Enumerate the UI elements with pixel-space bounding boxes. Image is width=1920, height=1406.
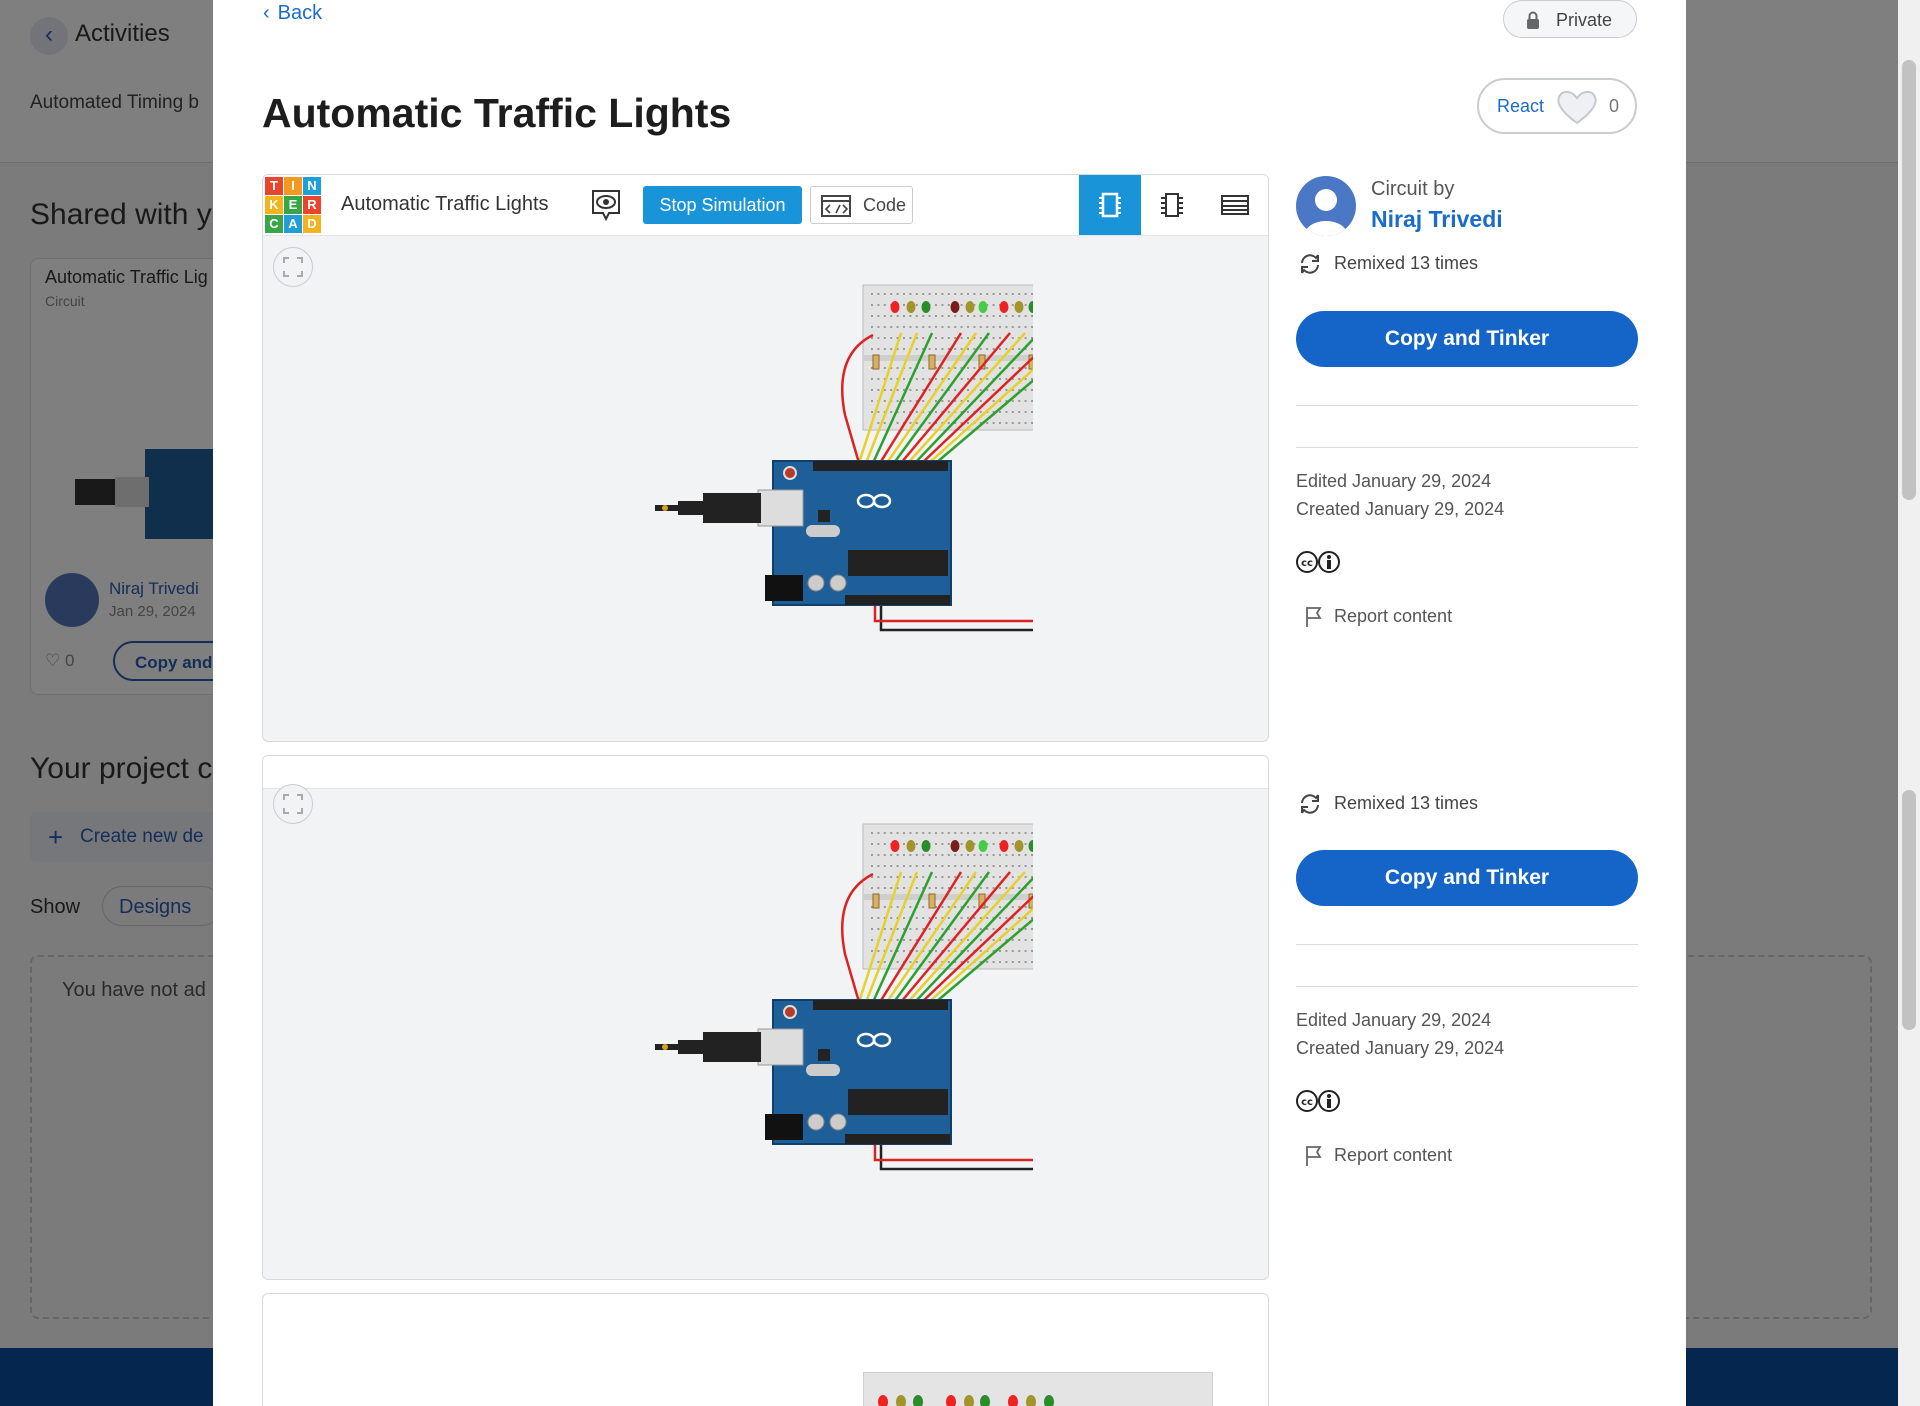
date-info: Edited January 29, 2024 Created January … xyxy=(1296,467,1504,523)
circuit-diagram xyxy=(655,823,1033,1171)
created-date: Created January 29, 2024 xyxy=(1296,499,1505,519)
breadboard-thumbnail xyxy=(863,1372,1213,1406)
fullscreen-button[interactable] xyxy=(273,247,313,287)
user-icon xyxy=(1304,189,1348,236)
svg-text:cc: cc xyxy=(1301,558,1313,569)
circuit-viewer-3[interactable] xyxy=(262,1293,1269,1406)
privacy-button[interactable]: Private xyxy=(1503,0,1637,38)
schematic-view-icon xyxy=(1161,193,1183,217)
creative-commons-icon[interactable]: cc xyxy=(1296,1089,1340,1113)
logo-letter: T xyxy=(265,177,283,195)
lock-icon xyxy=(1527,11,1539,29)
date-info: Edited January 29, 2024 Created January … xyxy=(1296,1006,1504,1062)
react-count: 0 xyxy=(1609,96,1620,116)
report-label: Report content xyxy=(1334,1145,1453,1165)
avatar[interactable] xyxy=(1296,176,1356,236)
logo-letter: D xyxy=(303,215,321,233)
remix-icon xyxy=(1301,254,1319,274)
fullscreen-button[interactable] xyxy=(273,784,313,824)
sidebar-1: Circuit by Niraj Trivedi Remixed 13 time… xyxy=(1296,176,1638,636)
code-label: Code xyxy=(863,195,907,215)
sidebar-2: Remixed 13 times Copy and Tinker Edited … xyxy=(1296,790,1638,1190)
schematic-view-button[interactable] xyxy=(1141,175,1203,235)
remix-count: Remixed 13 times xyxy=(1296,790,1478,818)
report-label: Report content xyxy=(1334,606,1453,626)
page-title: Automatic Traffic Lights xyxy=(262,90,732,136)
logo-letter: A xyxy=(284,215,302,233)
fullscreen-icon xyxy=(283,794,303,814)
creative-commons-icon[interactable]: cc xyxy=(1296,550,1340,574)
created-date: Created January 29, 2024 xyxy=(1296,1038,1505,1058)
logo-letter: R xyxy=(303,196,321,214)
circuit-view-button[interactable] xyxy=(1079,175,1141,235)
design-modal: ‹ Back Private Automatic Traffic Lights R… xyxy=(213,0,1686,1406)
logo-letter: K xyxy=(265,196,283,214)
svg-text:cc: cc xyxy=(1301,1097,1313,1108)
logo-letter: C xyxy=(265,215,283,233)
flag-icon xyxy=(1306,1146,1322,1167)
copy-and-tinker-button[interactable]: Copy and Tinker xyxy=(1296,311,1638,367)
circuit-viewer-2[interactable] xyxy=(262,755,1269,1280)
code-icon xyxy=(821,195,851,217)
divider xyxy=(1296,405,1638,406)
copy-and-tinker-button[interactable]: Copy and Tinker xyxy=(1296,850,1638,906)
heart-icon xyxy=(1557,90,1597,125)
stop-simulation-button[interactable]: Stop Simulation xyxy=(643,186,802,224)
edited-date: Edited January 29, 2024 xyxy=(1296,1010,1492,1030)
scroll-thumb[interactable] xyxy=(1902,790,1916,1030)
author-link[interactable]: Niraj Trivedi xyxy=(1371,206,1503,232)
code-button[interactable]: Code xyxy=(810,186,913,224)
circuit-diagram xyxy=(655,284,1033,632)
toolbar-title: Automatic Traffic Lights xyxy=(341,193,549,215)
edited-date: Edited January 29, 2024 xyxy=(1296,471,1492,491)
react-label: React xyxy=(1497,96,1545,116)
remix-label: Remixed 13 times xyxy=(1334,252,1479,273)
react-button[interactable]: React 0 xyxy=(1477,78,1637,134)
remix-label: Remixed 13 times xyxy=(1334,792,1479,813)
back-link[interactable]: ‹ Back xyxy=(263,2,322,25)
logo-letter: E xyxy=(284,196,302,214)
back-label: Back xyxy=(277,2,323,24)
logo-letter: N xyxy=(303,177,321,195)
fullscreen-icon xyxy=(283,257,303,277)
privacy-label: Private xyxy=(1556,10,1613,30)
component-list-button[interactable] xyxy=(1203,175,1265,235)
circuit-view-icon xyxy=(1099,192,1121,218)
scroll-thumb[interactable] xyxy=(1902,60,1916,500)
eye-icon[interactable] xyxy=(589,187,623,223)
report-content-link[interactable]: Report content xyxy=(1304,1145,1452,1167)
remix-icon xyxy=(1301,794,1319,814)
divider xyxy=(1296,944,1638,945)
circuit-by-label: Circuit by xyxy=(1371,178,1455,200)
flag-icon xyxy=(1306,607,1322,628)
viewer-header xyxy=(263,756,1268,789)
scrollbar[interactable] xyxy=(1898,0,1920,1406)
divider xyxy=(1296,986,1638,987)
chevron-left-icon: ‹ xyxy=(263,2,270,24)
logo-letter: I xyxy=(284,177,302,195)
table-icon xyxy=(1221,195,1249,215)
report-content-link[interactable]: Report content xyxy=(1304,606,1452,628)
remix-count: Remixed 13 times xyxy=(1296,250,1478,278)
divider xyxy=(1296,447,1638,448)
